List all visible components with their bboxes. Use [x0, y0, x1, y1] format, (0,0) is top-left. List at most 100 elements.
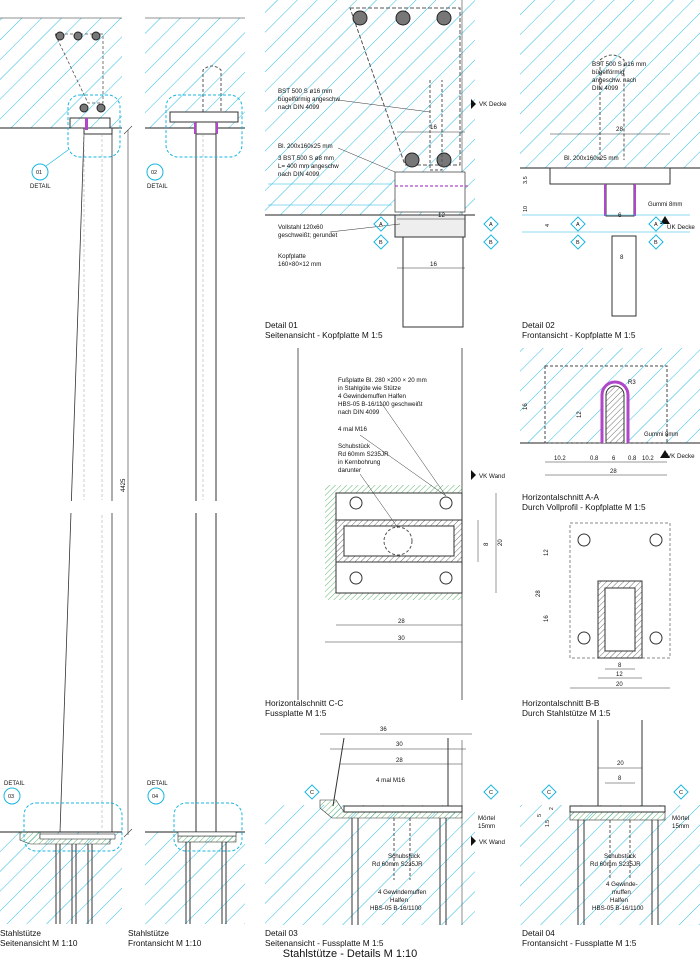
dim-d03-28: 28: [396, 758, 403, 764]
caption-stuetze-seite-title: Stahlstütze: [0, 928, 42, 938]
note-vollstahl-l2: geschweißt; gerundet: [278, 232, 337, 239]
caption-cc-title: Horizontalschnitt C-C: [265, 698, 344, 708]
uk-decke-label: UK Decke: [667, 224, 695, 231]
dim-bb-20: 20: [616, 682, 623, 688]
caption-stuetze-front-title: Stahlstütze: [128, 928, 170, 938]
dim-aa-10-2b: 10.2: [642, 456, 654, 462]
note-kopfplatte-l2: 160×80×12 mm: [278, 261, 321, 268]
note-schub-cc-l3: in Kernbohrung: [338, 459, 381, 466]
marker-c-right-d03: C: [489, 790, 493, 796]
note-3bst: 3 BST 500 S ø8 mm: [278, 155, 334, 162]
detail-marker-03-label: DETAIL: [4, 781, 25, 787]
marker-a-left: A: [379, 222, 383, 228]
marker-a-left-front: A: [576, 222, 580, 228]
moertel-d04-l2: 15mm: [672, 823, 689, 830]
dim-bb-16: 16: [544, 615, 550, 622]
detail-marker-02: 02: [151, 170, 157, 176]
note-bst-16-front: BST 500 S ø16 mm: [592, 61, 646, 68]
note-bst-front-l3: angeschw. nach: [592, 77, 637, 84]
note-fuss-l4: HBS-05 B-16/1100 geschweißt: [338, 401, 423, 408]
note-m16-cc: 4 mal M16: [338, 426, 367, 433]
note-fuss-l5: nach DIN 4099: [338, 409, 380, 416]
note-schub-d03-l2: Rd 60mm S235JR: [372, 861, 423, 868]
dim-d04-20: 20: [617, 761, 624, 767]
caption-aa-sub: Durch Vollprofil - Kopfplatte M 1:5: [522, 502, 646, 512]
note-gew-d03-l2: Halfen: [390, 897, 408, 904]
vk-decke-aa: VK Decke: [667, 453, 695, 460]
note-gew-d04-l3: Halfen: [610, 897, 628, 904]
dim-16b: 16: [430, 261, 437, 268]
note-fussplatte: Fußplatte Bl. 280 ×200 × 20 mm: [338, 377, 427, 384]
marker-a-right: A: [489, 222, 493, 228]
caption-detail01: Detail 01 Seitenansicht - Kopfplatte M 1…: [265, 320, 383, 340]
schnitt-bb: 12 28 16 8 12 20: [536, 522, 671, 689]
detail-marker-04-label: DETAIL: [147, 781, 168, 787]
dim-d04-1-5: 1.5: [545, 820, 551, 827]
dim-16: 16: [430, 124, 437, 131]
dim-d04-5: 5: [537, 814, 543, 817]
caption-detail02-sub: Frontansicht - Kopfplatte M 1:5: [522, 330, 636, 340]
note-gew-d04: 4 Gewinde-: [606, 881, 638, 888]
caption-detail02: Detail 02 Frontansicht - Kopfplatte M 1:…: [522, 320, 635, 340]
dim-28-front: 28: [616, 126, 623, 133]
moertel-d03: Mörtel: [478, 815, 495, 822]
note-3bst-l2: L= 400 mm angeschw: [278, 163, 339, 170]
caption-detail02-title: Detail 02: [522, 320, 555, 330]
dim-d04-8: 8: [618, 776, 622, 782]
detail-marker-01-label: DETAIL: [30, 184, 51, 190]
marker-b-right-front: B: [654, 240, 658, 246]
dim-d03-36: 36: [380, 727, 387, 733]
marker-b-right: B: [489, 240, 493, 246]
moertel-d04: Mörtel: [672, 815, 689, 822]
dim-10: 10: [523, 206, 529, 212]
dim-aa-6: 6: [612, 456, 616, 462]
note-gew-d04-l4: HBS-05 B-16/1100: [592, 905, 644, 912]
marker-c-left-d03: C: [310, 790, 314, 796]
gummi-label-front: Gummi 8mm: [648, 202, 682, 208]
note-blech-front: Bl. 200x160x25 mm: [564, 155, 619, 162]
moertel-d03-l2: 15mm: [478, 823, 495, 830]
note-bst-front-l4: DIN 4099: [592, 85, 619, 92]
overall-height-dim: 4425: [121, 478, 127, 492]
vk-wand-cc: VK Wand: [479, 473, 505, 480]
dim-6: 6: [618, 212, 622, 219]
schnitt-cc: Fußplatte Bl. 280 ×200 × 20 mm in Stahlg…: [297, 348, 505, 700]
caption-stuetze-seite-sub: Seitenansicht M 1:10: [0, 938, 78, 948]
caption-schnitt-bb: Horizontalschnitt B-B Durch Stahlstütze …: [522, 698, 611, 718]
caption-stuetze-seite: Stahlstütze Seitenansicht M 1:10: [0, 928, 77, 948]
detail-02: BST 500 S ø16 mm bügelförmig angeschw. n…: [520, 0, 700, 317]
dim-aa-0-8b: 0.8: [628, 456, 637, 462]
caption-bb-sub: Durch Stahlstütze M 1:5: [522, 708, 611, 718]
stuetze-frontansicht: 02 DETAIL DETAIL 04: [145, 17, 245, 924]
note-gew-d03-l3: HBS-05 B-16/1100: [370, 905, 422, 912]
note-3bst-l3: nach DIN 4099: [278, 171, 320, 178]
dim-aa-12: 12: [577, 411, 583, 418]
marker-b-left-front: B: [576, 240, 580, 246]
dim-aa-28: 28: [610, 469, 617, 475]
vk-decke-label: VK Decke: [479, 101, 507, 108]
caption-stuetze-front: Stahlstütze Frontansicht M 1:10: [128, 928, 201, 948]
dim-cc-8: 8: [484, 542, 490, 546]
caption-detail04-title: Detail 04: [522, 928, 555, 938]
caption-aa-title: Horizontalschnitt A-A: [522, 492, 600, 502]
note-gew-d03: 4 Gewindemuffen: [378, 889, 427, 896]
caption-detail03: Detail 03 Seitenansicht - Fussplatte M 1…: [265, 928, 384, 948]
detail-04: 20 8 5 1.5 2 Mörtel 15mm Schubstück Rd 6…: [520, 720, 700, 925]
dim-3-5: 3.5: [523, 176, 529, 184]
caption-schnitt-aa: Horizontalschnitt A-A Durch Vollprofil -…: [522, 492, 646, 512]
dim-aa-0-8a: 0.8: [590, 456, 599, 462]
dim-bb-12: 12: [544, 549, 550, 556]
note-schub-d03: Schubstück: [388, 853, 421, 860]
dim-d03-30: 30: [396, 742, 403, 748]
detail-marker-03: 03: [8, 794, 14, 800]
caption-cc-sub: Fussplatte M 1:5: [265, 708, 327, 718]
dim-8: 8: [620, 254, 624, 261]
caption-schnitt-cc: Horizontalschnitt C-C Fussplatte M 1:5: [265, 698, 343, 718]
vk-wand-d03: VK Wand: [479, 839, 505, 846]
dim-cc-20: 20: [498, 539, 504, 546]
caption-detail03-title: Detail 03: [265, 928, 298, 938]
dim-cc-30: 30: [398, 636, 405, 642]
note-fuss-l2: in Stahlgüte wie Stütze: [338, 385, 402, 392]
note-schub-cc-l2: Rd 60mm S235JR: [338, 451, 389, 458]
